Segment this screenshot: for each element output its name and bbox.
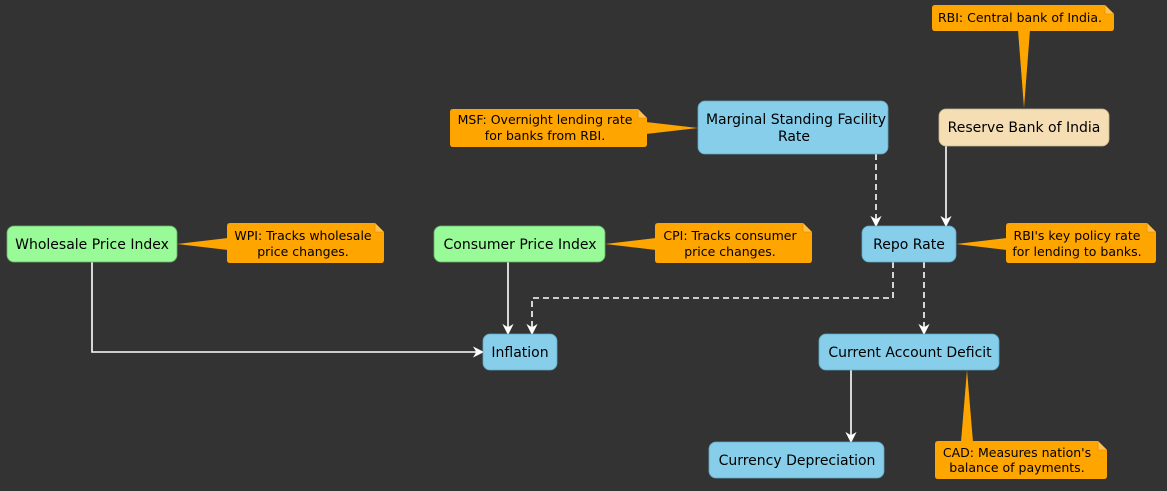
note-text-line2: balance of payments.: [949, 460, 1084, 475]
edge-repo-to-inflation: [526, 262, 894, 336]
node-currency-depreciation[interactable]: Currency Depreciation: [708, 441, 885, 479]
node-label-line2: Rate: [778, 129, 810, 145]
note-pointer-repo: [956, 238, 1007, 250]
node-label: Current Account Deficit: [828, 345, 992, 361]
note-repo: RBI's key policy rate for lending to ban…: [1006, 223, 1156, 263]
node-repo-rate[interactable]: Repo Rate: [861, 225, 957, 263]
note-pointer-rbi: [1018, 30, 1030, 108]
note-text-line1: RBI: Central bank of India.: [938, 10, 1102, 25]
note-text-line2: for lending to banks.: [1012, 244, 1141, 259]
note-text-line2: for banks from RBI.: [485, 128, 605, 143]
note-text-line1: MSF: Overnight lending rate: [458, 112, 633, 127]
note-rbi: RBI: Central bank of India.: [932, 5, 1114, 31]
note-wpi: WPI: Tracks wholesale price changes.: [227, 223, 384, 263]
node-consumer-price-index[interactable]: Consumer Price Index: [433, 225, 606, 263]
note-text-line2: price changes.: [257, 244, 349, 259]
node-reserve-bank-of-india[interactable]: Reserve Bank of India: [938, 108, 1110, 147]
node-label: Currency Depreciation: [719, 453, 876, 469]
node-label: Consumer Price Index: [444, 237, 597, 253]
node-label: Inflation: [491, 345, 548, 361]
node-inflation[interactable]: Inflation: [482, 333, 558, 371]
node-label: Wholesale Price Index: [15, 237, 169, 253]
node-current-account-deficit[interactable]: Current Account Deficit: [818, 333, 1000, 371]
edge-wpi-to-inflation: [91, 262, 485, 358]
note-pointer-wpi: [177, 238, 228, 250]
note-pointer-cad: [961, 370, 973, 442]
note-text-line1: RBI's key policy rate: [1014, 228, 1141, 243]
note-text-line1: CPI: Tracks consumer: [663, 228, 797, 243]
note-pointer-cpi: [605, 238, 656, 250]
note-text-line1: CAD: Measures nation's: [943, 445, 1091, 460]
note-msf: MSF: Overnight lending rate for banks fr…: [450, 109, 647, 147]
note-text-line2: price changes.: [684, 244, 776, 259]
node-wholesale-price-index[interactable]: Wholesale Price Index: [6, 225, 178, 263]
note-pointer-msf: [646, 122, 698, 134]
node-label: Repo Rate: [873, 237, 945, 253]
node-marginal-standing-facility-rate[interactable]: Marginal Standing Facility Rate: [697, 100, 889, 155]
note-cpi: CPI: Tracks consumer price changes.: [655, 223, 812, 263]
note-cad: CAD: Measures nation's balance of paymen…: [935, 441, 1107, 479]
note-text-line1: WPI: Tracks wholesale: [234, 228, 372, 243]
node-label: Reserve Bank of India: [948, 120, 1101, 136]
node-label-line1: Marginal Standing Facility: [706, 112, 886, 128]
